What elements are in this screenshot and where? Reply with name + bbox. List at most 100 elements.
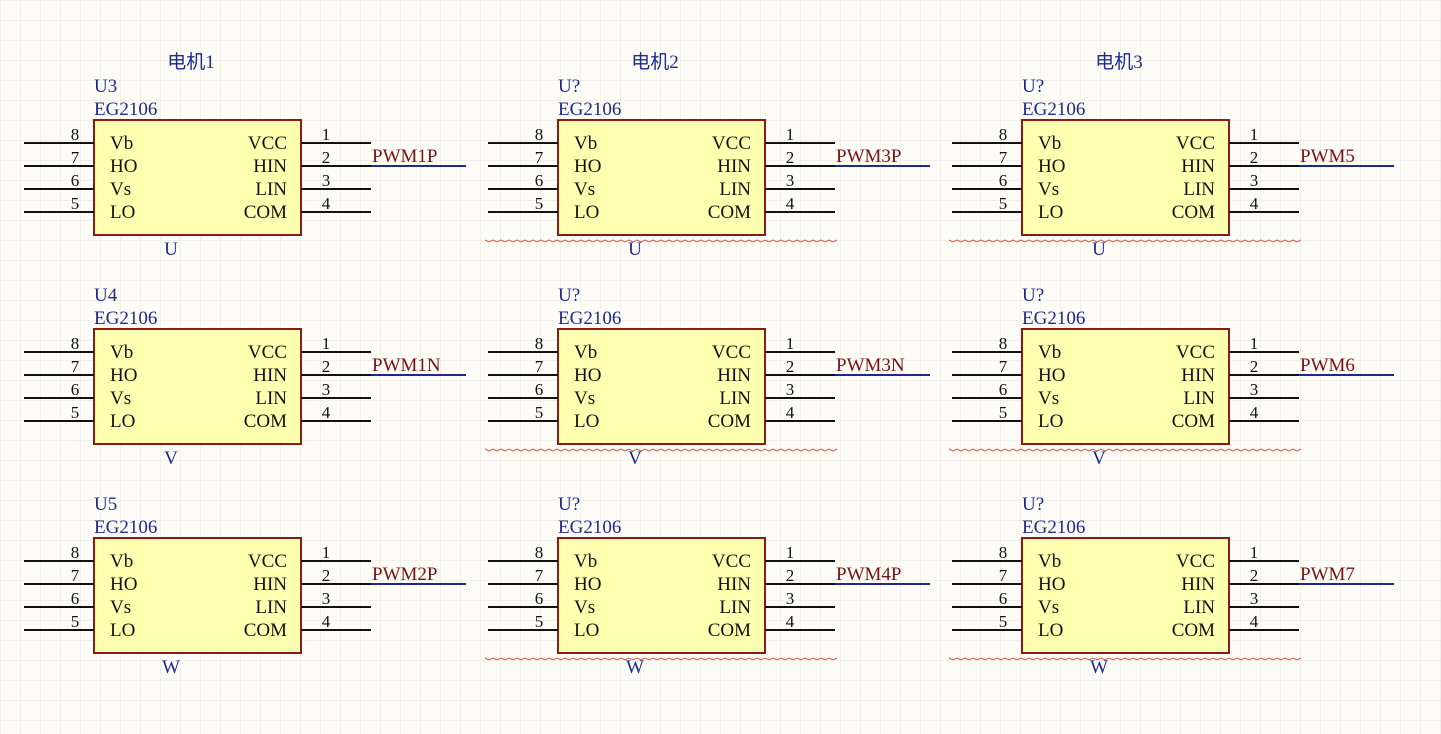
- designator-label: U3: [94, 76, 117, 97]
- part-value-label: EG2106: [94, 308, 157, 329]
- net-label: PWM6: [1300, 355, 1355, 376]
- phase-label: W: [1090, 657, 1108, 678]
- ic-body[interactable]: [93, 119, 302, 236]
- phase-label: U: [628, 239, 642, 260]
- pin-name: HO: [110, 365, 137, 386]
- pin-name: HIN: [253, 156, 287, 177]
- pin-name: LO: [574, 202, 599, 223]
- pin-number: 3: [786, 171, 795, 190]
- ic-body[interactable]: [557, 119, 766, 236]
- pin-number: 4: [786, 194, 795, 213]
- pin-number: 4: [786, 403, 795, 422]
- pin-name: LIN: [719, 597, 751, 618]
- pin-number: 4: [322, 194, 331, 213]
- pin-number: 3: [1250, 171, 1259, 190]
- designator-label: U4: [94, 285, 118, 306]
- pin-number: 3: [322, 589, 331, 608]
- pin-number: 1: [786, 334, 795, 353]
- pin-number: 1: [786, 125, 795, 144]
- pin-number: 8: [535, 334, 544, 353]
- pin-name: COM: [708, 620, 751, 641]
- pin-number: 3: [322, 171, 331, 190]
- pin-name: COM: [1172, 411, 1215, 432]
- pin-name: HO: [1038, 156, 1065, 177]
- compile-warning-squiggle: [948, 448, 1302, 452]
- pin-number: 7: [999, 357, 1008, 376]
- pin-number: 8: [71, 543, 80, 562]
- ic-body[interactable]: [1021, 537, 1230, 654]
- pin-name: HO: [1038, 574, 1065, 595]
- pin-number: 8: [71, 334, 80, 353]
- pin-name: HIN: [253, 365, 287, 386]
- pin-number: 5: [999, 194, 1008, 213]
- phase-label: U: [1092, 239, 1106, 260]
- pin-number: 6: [71, 171, 80, 190]
- pin-number: 6: [535, 589, 544, 608]
- pin-name: Vs: [574, 179, 595, 200]
- pin-number: 5: [535, 194, 544, 213]
- ic-body[interactable]: [1021, 328, 1230, 445]
- part-value-label: EG2106: [1022, 517, 1085, 538]
- net-label: PWM4P: [836, 564, 901, 585]
- pin-number: 2: [1250, 148, 1259, 167]
- pin-name: HO: [574, 574, 601, 595]
- pin-name: HO: [1038, 365, 1065, 386]
- pin-name: Vb: [1038, 133, 1061, 154]
- part-value-label: EG2106: [1022, 99, 1085, 120]
- pin-number: 5: [535, 403, 544, 422]
- ic-body[interactable]: [93, 537, 302, 654]
- pin-name: VCC: [712, 551, 751, 572]
- pin-number: 2: [786, 148, 795, 167]
- pin-name: LO: [1038, 620, 1063, 641]
- pin-number: 4: [1250, 194, 1259, 213]
- ic-body[interactable]: [93, 328, 302, 445]
- ic-body[interactable]: [1021, 119, 1230, 236]
- pin-number: 8: [71, 125, 80, 144]
- pin-number: 2: [322, 357, 331, 376]
- pin-name: Vs: [574, 388, 595, 409]
- ic-body[interactable]: [557, 537, 766, 654]
- part-value-label: EG2106: [1022, 308, 1085, 329]
- pin-name: Vs: [1038, 388, 1059, 409]
- motor-title: 电机3: [1095, 51, 1143, 73]
- pin-number: 7: [535, 357, 544, 376]
- pin-name: Vs: [574, 597, 595, 618]
- pin-name: Vb: [574, 342, 597, 363]
- pin-number: 2: [322, 148, 331, 167]
- pin-number: 5: [999, 612, 1008, 631]
- pin-number: 6: [71, 380, 80, 399]
- ic-body[interactable]: [557, 328, 766, 445]
- pin-number: 7: [999, 148, 1008, 167]
- designator-label: U?: [1022, 285, 1044, 306]
- pin-number: 4: [786, 612, 795, 631]
- pin-number: 7: [535, 148, 544, 167]
- pin-number: 3: [786, 380, 795, 399]
- pin-name: COM: [244, 620, 287, 641]
- pin-number: 3: [1250, 589, 1259, 608]
- phase-label: U: [164, 239, 178, 260]
- pin-number: 4: [1250, 403, 1259, 422]
- pin-number: 6: [535, 380, 544, 399]
- pin-number: 3: [322, 380, 331, 399]
- designator-label: U?: [558, 76, 580, 97]
- pin-name: Vs: [1038, 597, 1059, 618]
- pin-name: LO: [110, 620, 135, 641]
- pin-name: Vs: [110, 388, 131, 409]
- pin-number: 8: [999, 334, 1008, 353]
- pin-number: 4: [1250, 612, 1259, 631]
- part-value-label: EG2106: [558, 99, 621, 120]
- pin-name: HO: [574, 365, 601, 386]
- pin-number: 2: [322, 566, 331, 585]
- pin-number: 5: [71, 612, 80, 631]
- pin-name: LO: [1038, 411, 1063, 432]
